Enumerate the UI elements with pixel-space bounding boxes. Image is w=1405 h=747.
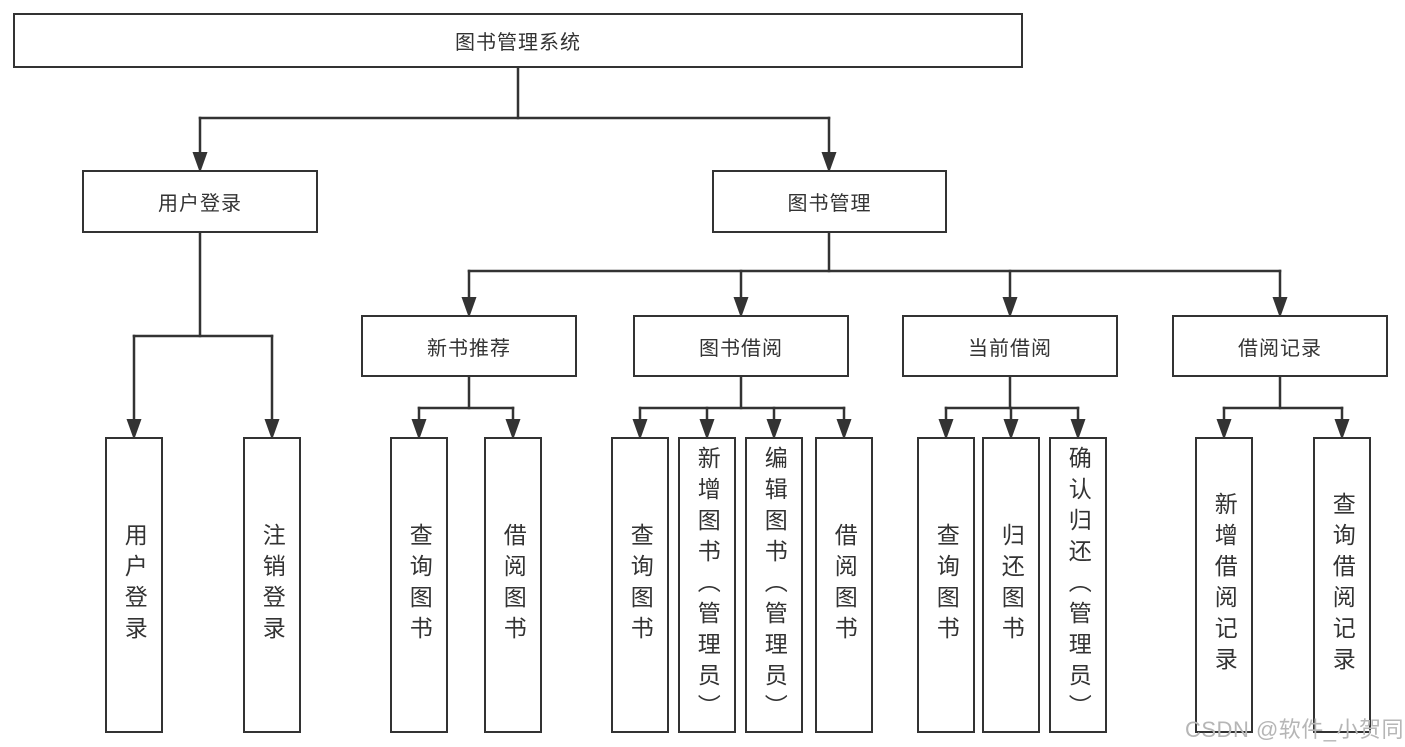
leaf-logout-label: 注销登录 (259, 523, 286, 647)
node-user-login: 用户登录 (82, 170, 318, 233)
leaf-edit-book-admin-label: 编辑图书（管理员） (761, 445, 788, 725)
leaf-add-book-admin: 新增图书（管理员） (678, 437, 736, 733)
node-library-management-system-label: 图书管理系统 (455, 32, 581, 54)
node-borrowing-records: 借阅记录 (1172, 315, 1388, 377)
leaf-borrow-books-2: 借阅图书 (815, 437, 873, 733)
leaf-query-books-2: 查询图书 (611, 437, 669, 733)
leaf-add-borrow-record: 新增借阅记录 (1195, 437, 1253, 733)
node-borrowing-records-label: 借阅记录 (1238, 337, 1322, 360)
node-book-borrowing: 图书借阅 (633, 315, 849, 377)
node-book-management-label: 图书管理 (787, 193, 872, 215)
leaf-query-books-1: 查询图书 (390, 437, 448, 733)
leaf-query-borrow-record: 查询借阅记录 (1313, 437, 1371, 733)
watermark-text: CSDN @软件_小贺同学 (1185, 717, 1405, 742)
leaf-query-books-2-label: 查询图书 (627, 523, 654, 647)
leaf-user-login: 用户登录 (105, 437, 163, 733)
leaf-logout: 注销登录 (243, 437, 301, 733)
leaf-confirm-return-admin: 确认归还（管理员） (1049, 437, 1107, 733)
leaf-query-books-1-label: 查询图书 (406, 523, 433, 647)
node-new-book-recommendation-label: 新书推荐 (427, 337, 511, 360)
leaf-query-borrow-record-label: 查询借阅记录 (1329, 492, 1356, 678)
node-library-management-system: 图书管理系统 (13, 13, 1023, 68)
leaf-query-books-3-label: 查询图书 (933, 523, 960, 647)
leaf-query-books-3: 查询图书 (917, 437, 975, 733)
leaf-return-books-label: 归还图书 (998, 523, 1025, 647)
node-book-management: 图书管理 (712, 170, 947, 233)
leaf-user-login-label: 用户登录 (121, 523, 148, 647)
leaf-borrow-books-1-label: 借阅图书 (500, 523, 527, 647)
leaf-return-books: 归还图书 (982, 437, 1040, 733)
node-current-borrowing-label: 当前借阅 (968, 337, 1052, 360)
node-user-login-label: 用户登录 (158, 193, 242, 215)
node-book-borrowing-label: 图书借阅 (699, 337, 783, 360)
node-new-book-recommendation: 新书推荐 (361, 315, 577, 377)
leaf-confirm-return-admin-label: 确认归还（管理员） (1065, 445, 1092, 725)
leaf-add-borrow-record-label: 新增借阅记录 (1211, 492, 1238, 678)
leaf-edit-book-admin: 编辑图书（管理员） (745, 437, 803, 733)
leaf-borrow-books-2-label: 借阅图书 (831, 523, 858, 647)
leaf-add-book-admin-label: 新增图书（管理员） (694, 445, 721, 725)
node-current-borrowing: 当前借阅 (902, 315, 1118, 377)
leaf-borrow-books-1: 借阅图书 (484, 437, 542, 733)
